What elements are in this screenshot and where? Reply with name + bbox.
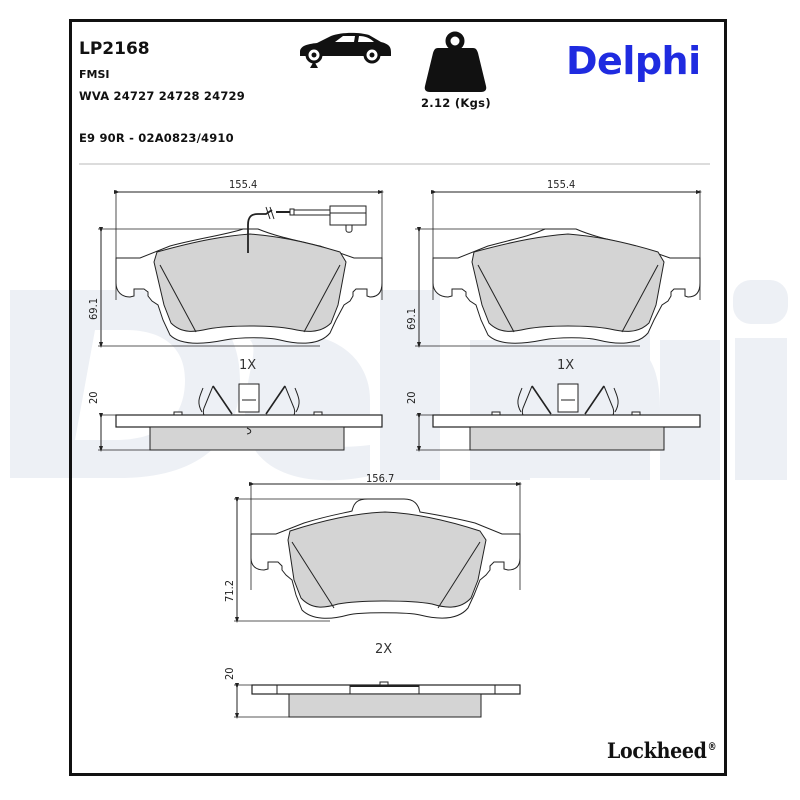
pad-rear-drawing: [234, 482, 522, 623]
pad-right-quantity: 1X: [557, 358, 574, 373]
lockheed-logo: Lockheed®: [607, 738, 717, 764]
weight-icon: [424, 31, 487, 92]
pad-right-width-dim: 155.4: [547, 178, 575, 191]
lockheed-brand: Lockheed: [607, 738, 707, 764]
wva-numbers: WVA 24727 24728 24729: [79, 89, 245, 103]
pad-rear-width-dim: 156.7: [366, 472, 394, 485]
pad-right-height-dim: 69.1: [405, 308, 418, 330]
delphi-logo: Delphi: [566, 39, 701, 83]
pad-right-thickness-dim: 20: [405, 391, 418, 404]
pad-left-width-dim: 155.4: [229, 178, 257, 191]
pad-rear-side-view: [234, 681, 521, 719]
fmsi-label: FMSI: [79, 68, 110, 81]
datasheet-frame: [69, 19, 727, 776]
car-front-axle-icon: [300, 32, 391, 68]
pad-rear-height-dim: 71.2: [223, 580, 236, 602]
pad-left-thickness-dim: 20: [87, 391, 100, 404]
weight-value: 2.12 (Kgs): [421, 96, 491, 110]
pad-left-height-dim: 69.1: [87, 298, 100, 320]
pad-rear-quantity: 2X: [375, 642, 392, 657]
approval-number: E9 90R - 02A0823/4910: [79, 131, 234, 145]
header-divider: [79, 163, 710, 165]
pad-rear-thickness-dim: 20: [223, 667, 236, 680]
part-number: LP2168: [79, 39, 150, 59]
pad-left-quantity: 1X: [239, 358, 256, 373]
pad-left-drawing: [98, 190, 384, 348]
pad-left-side-view: [98, 383, 383, 452]
pad-right-drawing: [415, 190, 702, 348]
pad-right-side-view: [416, 383, 701, 452]
trademark-symbol: ®: [707, 741, 717, 753]
